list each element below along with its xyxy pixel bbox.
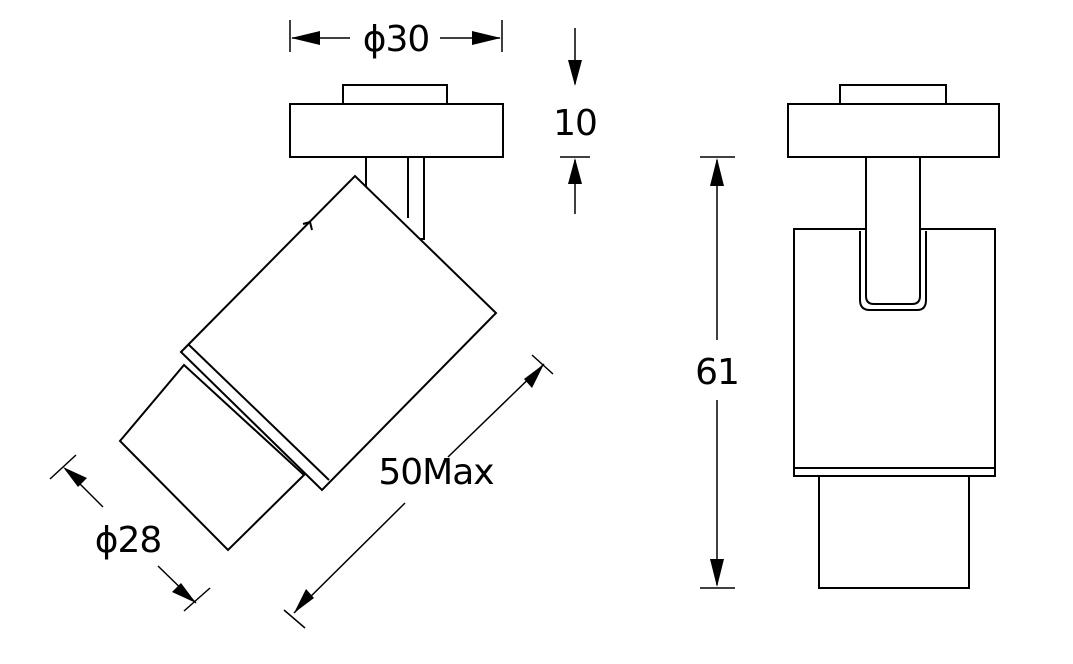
mount-cap [342, 84, 448, 106]
mount-plate [289, 103, 504, 158]
max-length-label: 50Max [378, 452, 494, 493]
mount-height-label: 10 [553, 103, 597, 144]
total-height-label: 61 [695, 352, 739, 393]
dimension-total-height: 61 [695, 156, 740, 589]
yoke-slot [859, 231, 927, 311]
lens-diameter-label: ϕ28 [95, 520, 162, 561]
dimension-lens-diameter: ϕ28 [49, 454, 211, 612]
body-notch [302, 220, 313, 231]
angled-view: ϕ30 10 ϕ28 50Ma [49, 19, 598, 629]
lens-barrel [818, 475, 970, 589]
mount-cap [839, 84, 947, 106]
body-ring-line [187, 343, 330, 481]
dimension-max-length: 50Max [283, 354, 554, 629]
spotlight-body [179, 174, 498, 492]
dimension-mount-diameter: ϕ30 [289, 19, 503, 60]
front-view: 61 [695, 84, 1000, 589]
mount-diameter-label: ϕ30 [363, 19, 430, 60]
dimension-mount-height: 10 [553, 28, 598, 214]
yoke-arm [865, 156, 921, 305]
mount-plate [787, 103, 1000, 158]
lens-barrel [118, 363, 306, 552]
